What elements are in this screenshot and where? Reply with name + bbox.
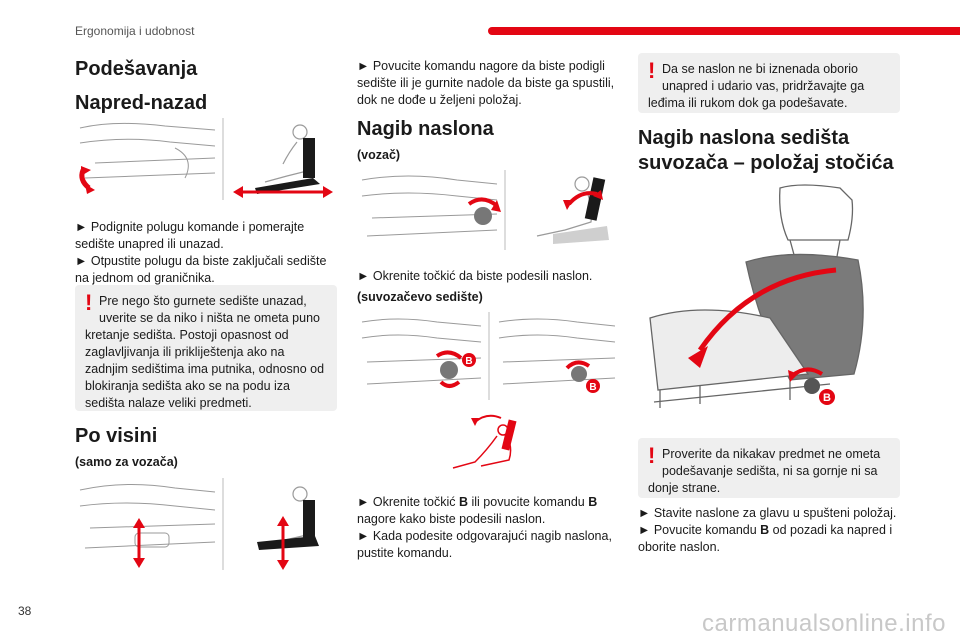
section-title-height: Po visini: [75, 425, 158, 447]
warning-icon: !: [648, 58, 656, 83]
warning-text-rest: kretanje sedišta. Postoji opasnost od za…: [85, 328, 325, 410]
badge-b-right: B: [589, 382, 596, 393]
section-header: Ergonomija i udobnost: [75, 24, 195, 38]
figure-seat-slide: [75, 118, 337, 200]
warning-text-first: Pre nego što gurnete sedište unazad, uve…: [99, 294, 320, 325]
instruction-forward-back-1: ► Podignite polugu komande i pomerajte s…: [75, 220, 305, 251]
warning-text-rest: donje strane.: [648, 481, 721, 495]
instruction-table-position-1: ► Stavite naslone za glavu u spušteni po…: [638, 506, 897, 520]
badge-b-left: B: [465, 356, 472, 367]
warning-text-rest: leđima ili rukom dok ga podešavate.: [648, 96, 848, 110]
warning-box-obstruction: ! Proverite da nikakav predmet ne ometa …: [638, 438, 900, 498]
instruction-table-position-2: ► Povucite komandu B od pozadi ka napred…: [638, 523, 893, 554]
page-number: 38: [18, 604, 32, 618]
warning-box-backrest: ! Da se naslon ne bi iznenada oborio una…: [638, 53, 900, 113]
page-title: Podešavanja: [75, 58, 198, 80]
instruction-forward-back-2: ► Otpustite polugu da biste zaključali s…: [75, 254, 327, 285]
instruction-driver-recline: ► Okrenite točkić da biste podesili nasl…: [357, 269, 593, 283]
watermark-logo: carmanualsonline.info: [702, 610, 946, 637]
figure-table-position: B: [640, 178, 900, 416]
figure-seat-height: [75, 478, 337, 570]
instruction-passenger-recline-1: ► Okrenite točkić B ili povucite komandu…: [357, 495, 598, 526]
figure-passenger-recline: B B: [357, 312, 619, 472]
section-title-table-position-2: suvozača – položaj stočića: [638, 152, 894, 174]
figure-driver-recline: [357, 170, 619, 250]
header-accent-bar: [488, 27, 960, 35]
passenger-label: (suvozačevo sedište): [357, 290, 483, 304]
section-title-forward-back: Napred-nazad: [75, 92, 208, 114]
section-title-table-position-1: Nagib naslona sedišta: [638, 127, 850, 149]
driver-label: (vozač): [357, 148, 401, 162]
warning-text-first: Proverite da nikakav predmet ne ometa po…: [662, 447, 881, 478]
badge-b: B: [823, 392, 831, 404]
instruction-height: ► Povucite komandu nagore da biste podig…: [357, 59, 615, 107]
warning-icon: !: [85, 290, 93, 315]
warning-box-seat-slide: ! Pre nego što gurnete sedište unazad, u…: [75, 285, 337, 411]
warning-text-first: Da se naslon ne bi iznenada oborio unapr…: [662, 62, 865, 93]
section-title-recline: Nagib naslona: [357, 118, 494, 140]
warning-icon: !: [648, 443, 656, 468]
height-subtitle: (samo za vozača): [75, 455, 178, 469]
instruction-passenger-recline-2: ► Kada podesite odgovarajući nagib naslo…: [357, 529, 612, 560]
